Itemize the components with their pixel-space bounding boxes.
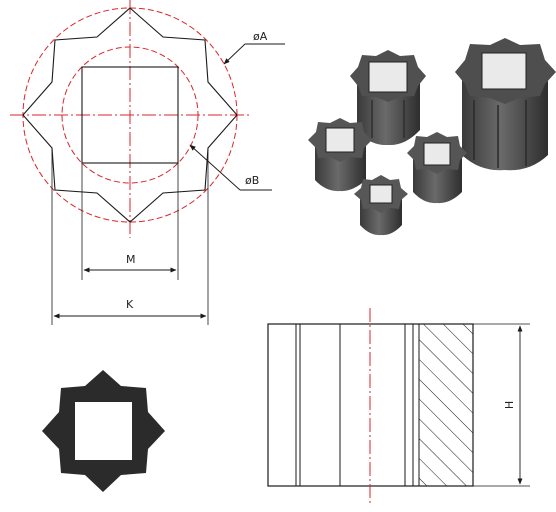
- label-dimension-m: M: [126, 253, 136, 266]
- part-small-right: [407, 132, 467, 204]
- part-small-left: [308, 118, 372, 192]
- label-dimension-h: H: [503, 401, 516, 409]
- part-large-right: [455, 38, 556, 171]
- star-profile-solid: [42, 370, 165, 492]
- label-dimension-k: K: [126, 298, 134, 311]
- part-small-bottom: [354, 175, 408, 236]
- inner-square-hole: [81, 66, 179, 164]
- photo-of-parts: [308, 38, 556, 236]
- leader-line-b: [189, 144, 241, 191]
- label-diameter-b: øB: [245, 174, 259, 187]
- leader-line-a: [223, 43, 246, 65]
- part-large-left: [350, 50, 426, 146]
- front-view: øA øB M K: [10, 0, 285, 325]
- section-view: H: [267, 308, 530, 505]
- section-hatch: [418, 323, 474, 487]
- star-profile-outline: [22, 7, 238, 223]
- label-diameter-a: øA: [253, 30, 268, 43]
